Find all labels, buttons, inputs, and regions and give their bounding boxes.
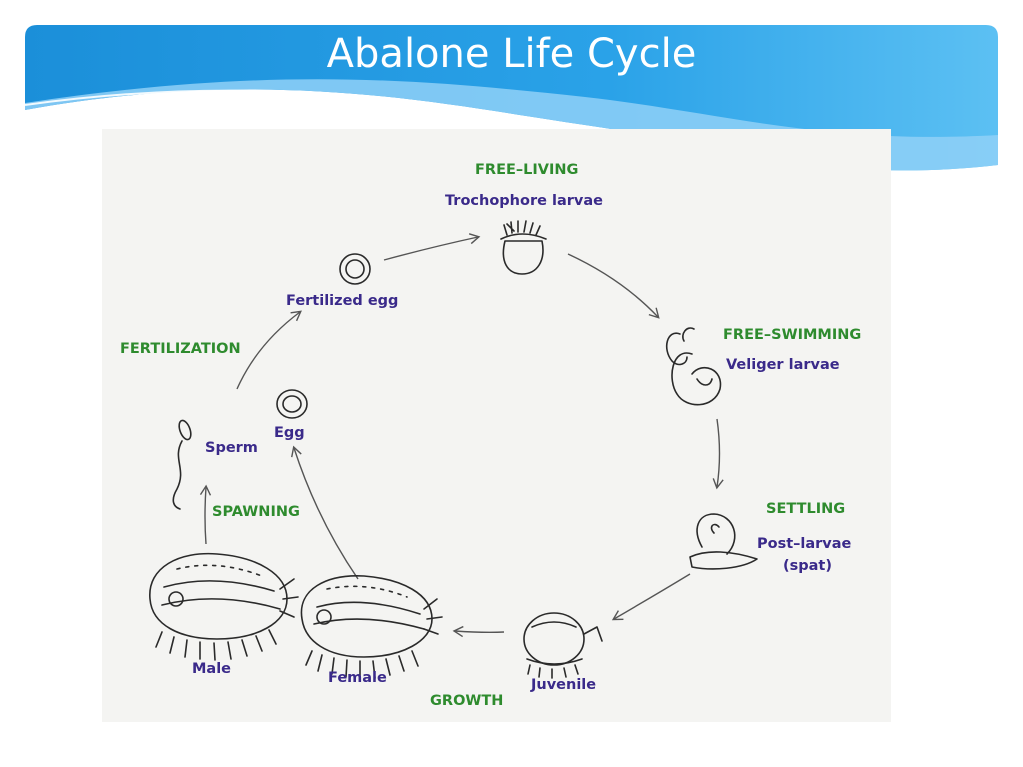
- arrow-juvenile-to-female: [452, 625, 505, 638]
- juvenile-icon: [523, 612, 603, 679]
- label-trochophore-larvae: Trochophore larvae: [445, 193, 603, 209]
- stage-label-settling: SETTLING: [766, 501, 845, 517]
- stage-label-free-living: FREE–LIVING: [475, 162, 578, 178]
- sperm-icon: [172, 419, 192, 510]
- label-male: Male: [192, 661, 231, 677]
- male-abalone-icon: [149, 552, 299, 661]
- veliger-larva-icon: [665, 327, 722, 406]
- arrow-male-to-sperm: [199, 484, 212, 545]
- label-sperm: Sperm: [205, 440, 258, 456]
- label-post-larvae: Post–larvae: [757, 536, 852, 552]
- stage-label-free-swimming: FREE–SWIMMING: [723, 327, 861, 343]
- label-female: Female: [328, 670, 387, 686]
- female-abalone-icon: [300, 575, 443, 679]
- stage-label-fertilization: FERTILIZATION: [120, 341, 241, 357]
- slide-title: Abalone Life Cycle: [326, 31, 697, 77]
- fertilized-egg-icon: [339, 253, 371, 285]
- label-juvenile: Juvenile: [530, 677, 596, 693]
- life-cycle-diagram: FREE–LIVING FREE–SWIMMING SETTLING GROWT…: [102, 129, 891, 722]
- arrow-egg-to-trochophore: [383, 233, 481, 261]
- trochophore-larva-icon: [500, 220, 547, 275]
- egg-icon: [276, 389, 308, 419]
- arrow-veliger-to-settling: [712, 418, 724, 490]
- stage-label-spawning: SPAWNING: [212, 504, 300, 520]
- label-fertilized-egg: Fertilized egg: [286, 293, 398, 309]
- stage-label-growth: GROWTH: [430, 693, 503, 709]
- post-larvae-icon: [689, 513, 758, 570]
- arrow-trochophore-to-veliger: [567, 253, 660, 319]
- arrow-female-to-egg: [291, 445, 359, 580]
- label-spat: (spat): [783, 558, 832, 574]
- arrow-fertilization: [236, 310, 302, 390]
- arrow-settling-to-juvenile: [611, 573, 691, 621]
- label-egg: Egg: [274, 425, 305, 441]
- label-veliger-larvae: Veliger larvae: [726, 357, 840, 373]
